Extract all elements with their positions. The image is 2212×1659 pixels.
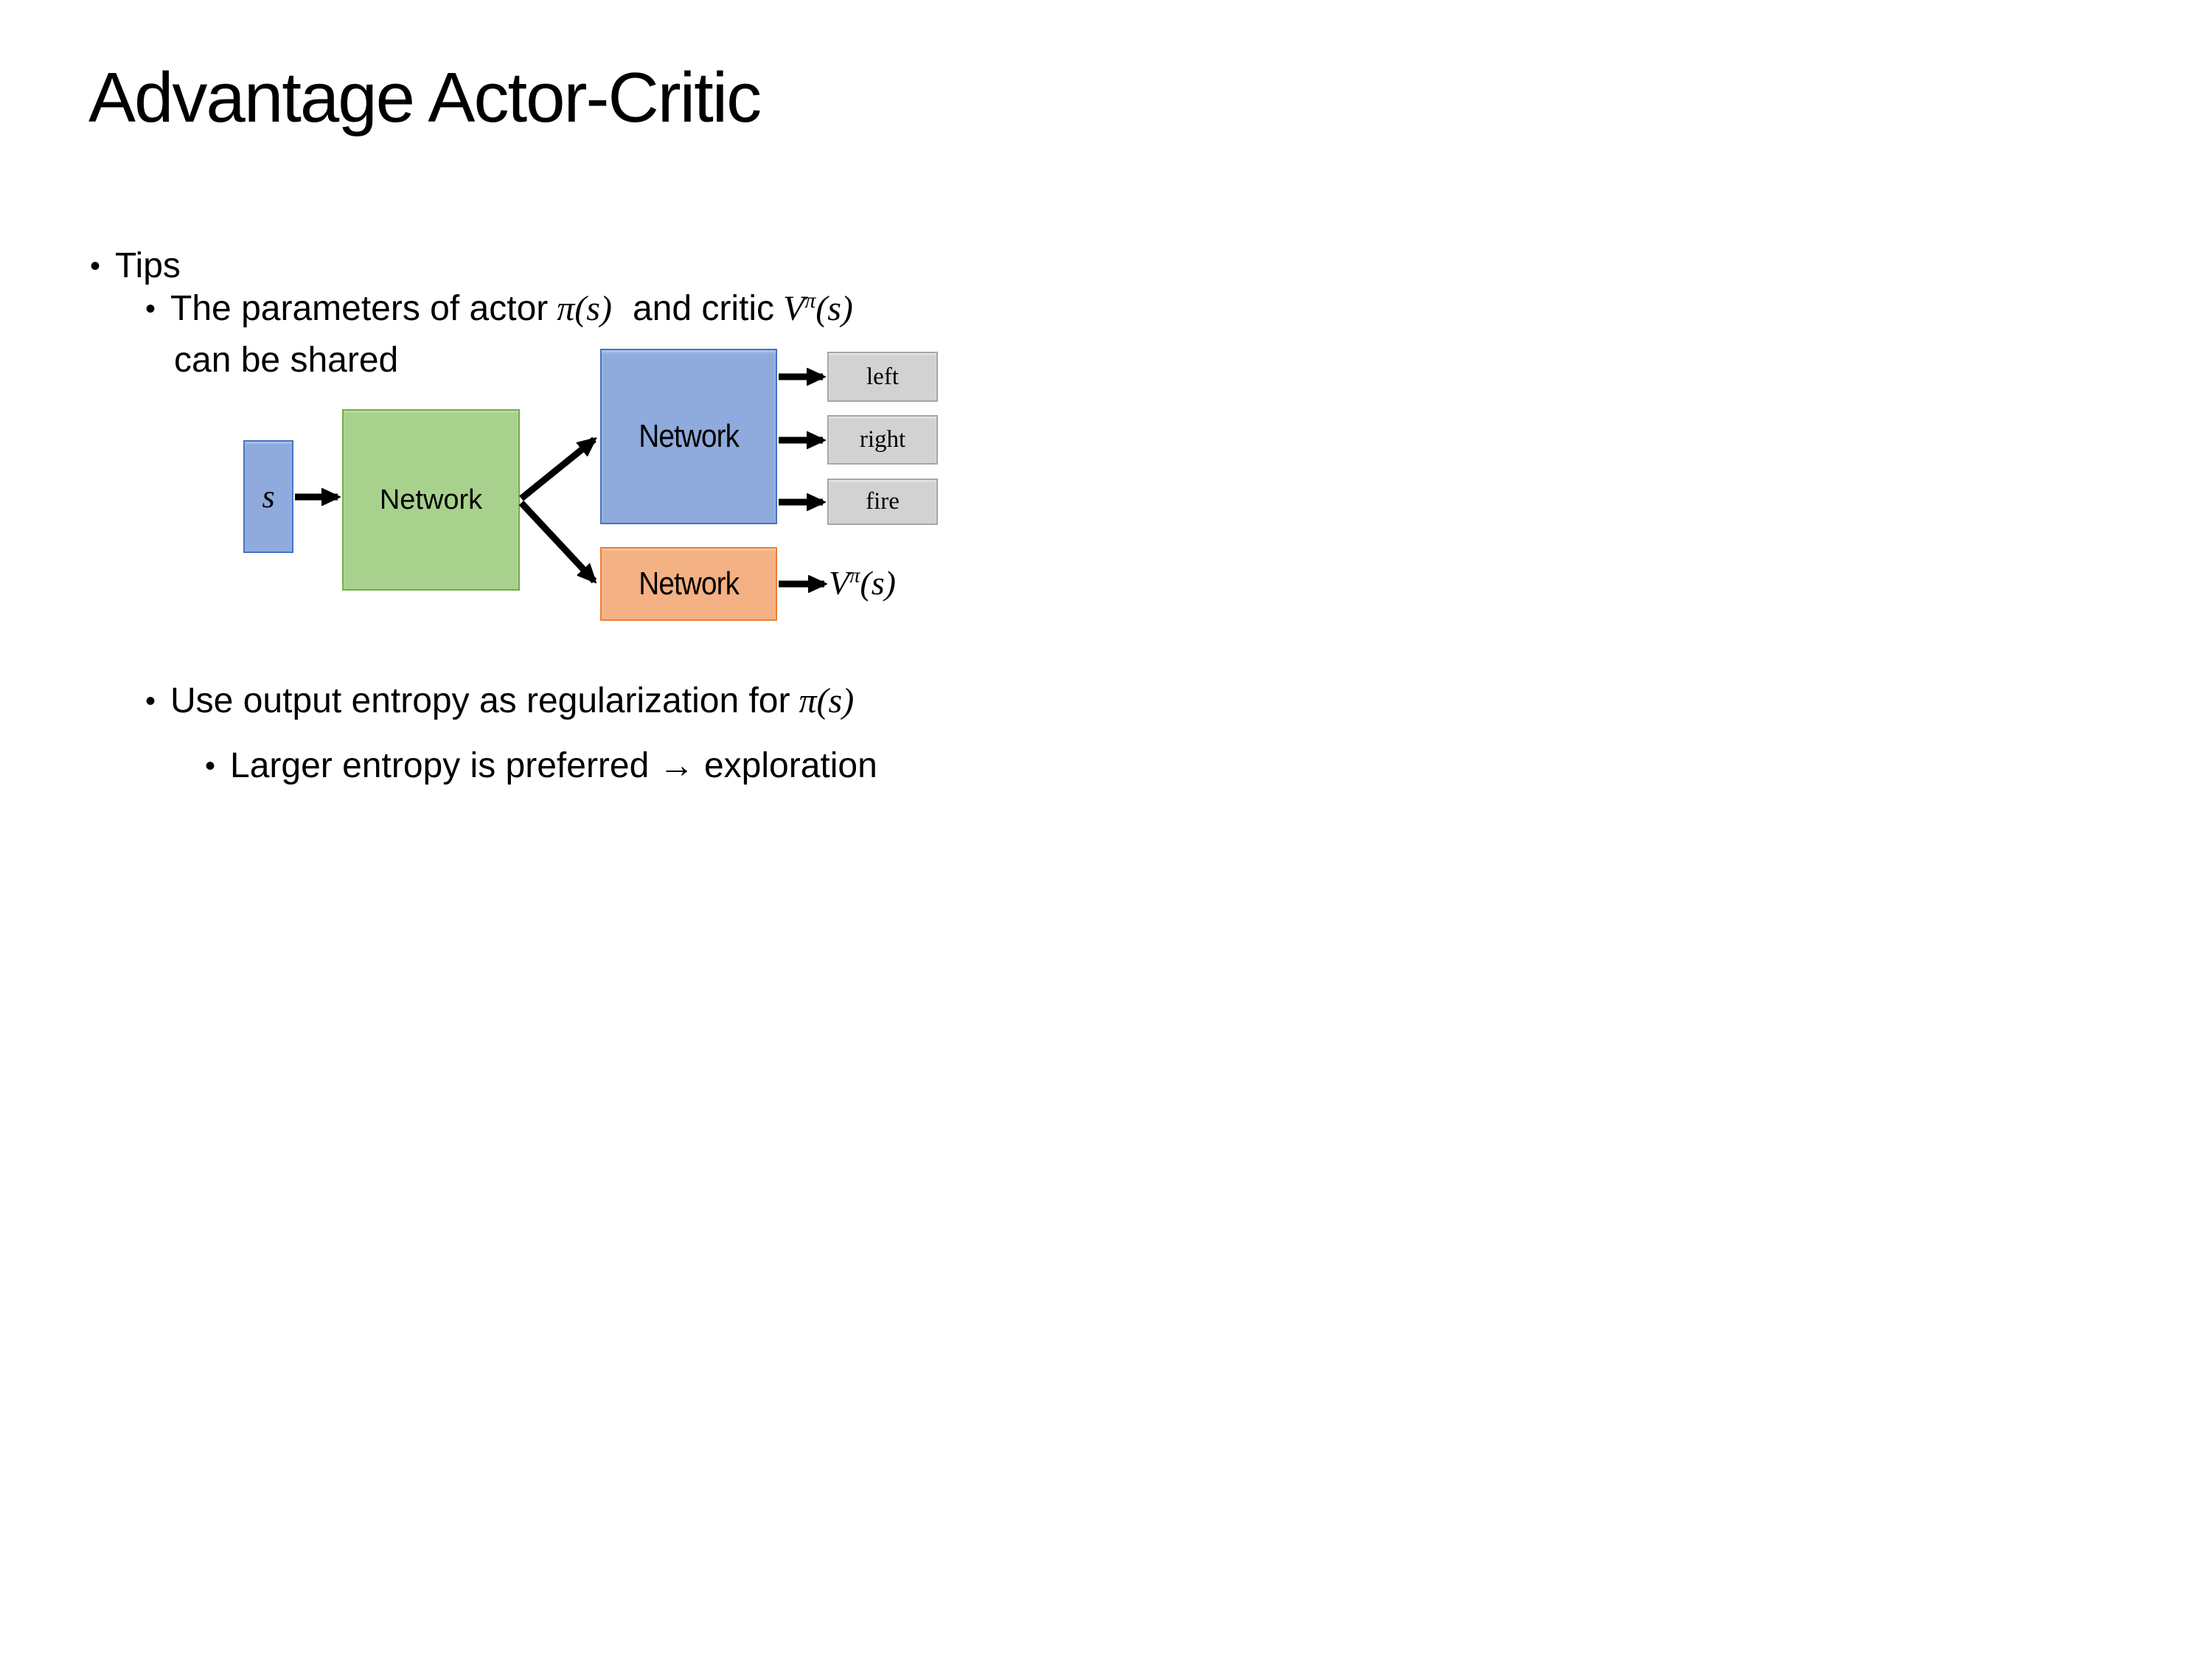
- state-input-box: s: [243, 440, 293, 553]
- arrow-shared-to-critic: [518, 500, 594, 581]
- arrow-shared-to-actor: [519, 437, 594, 501]
- critic-value-math: Vπ(s): [783, 286, 853, 332]
- actor-network-label: Network: [639, 418, 740, 454]
- entropy-policy-math: π(s): [799, 681, 855, 720]
- critic-math-sup: π: [804, 288, 816, 313]
- bullet-entropy: • Use output entropy as regularization f…: [145, 678, 854, 724]
- bullet-exploration: • Larger entropy is preferred → explorat…: [205, 743, 877, 789]
- bullet-marker: •: [205, 750, 216, 782]
- slide-title: Advantage Actor-Critic: [88, 58, 762, 137]
- action-box-left: left: [827, 352, 938, 402]
- bullet-marker: •: [145, 293, 156, 325]
- shared-pre-text: The parameters of actor: [170, 289, 549, 328]
- critic-math-args: (s): [815, 289, 853, 328]
- entropy-pre-text: Use output entropy as regularization for: [170, 681, 790, 720]
- shared-network-label: Network: [379, 484, 483, 515]
- critic-network-box: Network: [600, 547, 777, 621]
- shared-network-box: Network: [342, 409, 520, 591]
- bullet-tips-label: Tips: [115, 246, 181, 285]
- bullet-shared-parameters: • The parameters of actor π(s) and criti…: [145, 286, 853, 332]
- state-input-label: s: [262, 479, 275, 515]
- actor-policy-math: π(s): [557, 289, 612, 328]
- action-box-fire: fire: [827, 479, 938, 525]
- critic-network-label: Network: [639, 566, 740, 602]
- actor-network-box: Network: [600, 349, 777, 524]
- critic-output-sup: π: [849, 564, 860, 588]
- bullet-marker: •: [90, 250, 101, 282]
- critic-math-base: V: [783, 289, 805, 328]
- bullet-marker: •: [145, 685, 156, 717]
- action-label-right: right: [859, 426, 906, 453]
- exploration-text: Larger entropy is preferred → exploratio…: [230, 746, 877, 785]
- action-box-right: right: [827, 415, 938, 465]
- bullet-tips: • Tips: [90, 243, 181, 289]
- action-label-fire: fire: [866, 488, 900, 515]
- critic-output-base: V: [829, 564, 850, 602]
- critic-output-args: (s): [860, 564, 896, 602]
- shared-mid-text: and critic: [632, 289, 775, 328]
- slide: Advantage Actor-Critic • Tips • The para…: [0, 0, 1106, 830]
- critic-output-math: Vπ(s): [829, 563, 896, 602]
- action-label-left: left: [866, 363, 899, 390]
- bullet-shared-line2: can be shared: [174, 341, 399, 380]
